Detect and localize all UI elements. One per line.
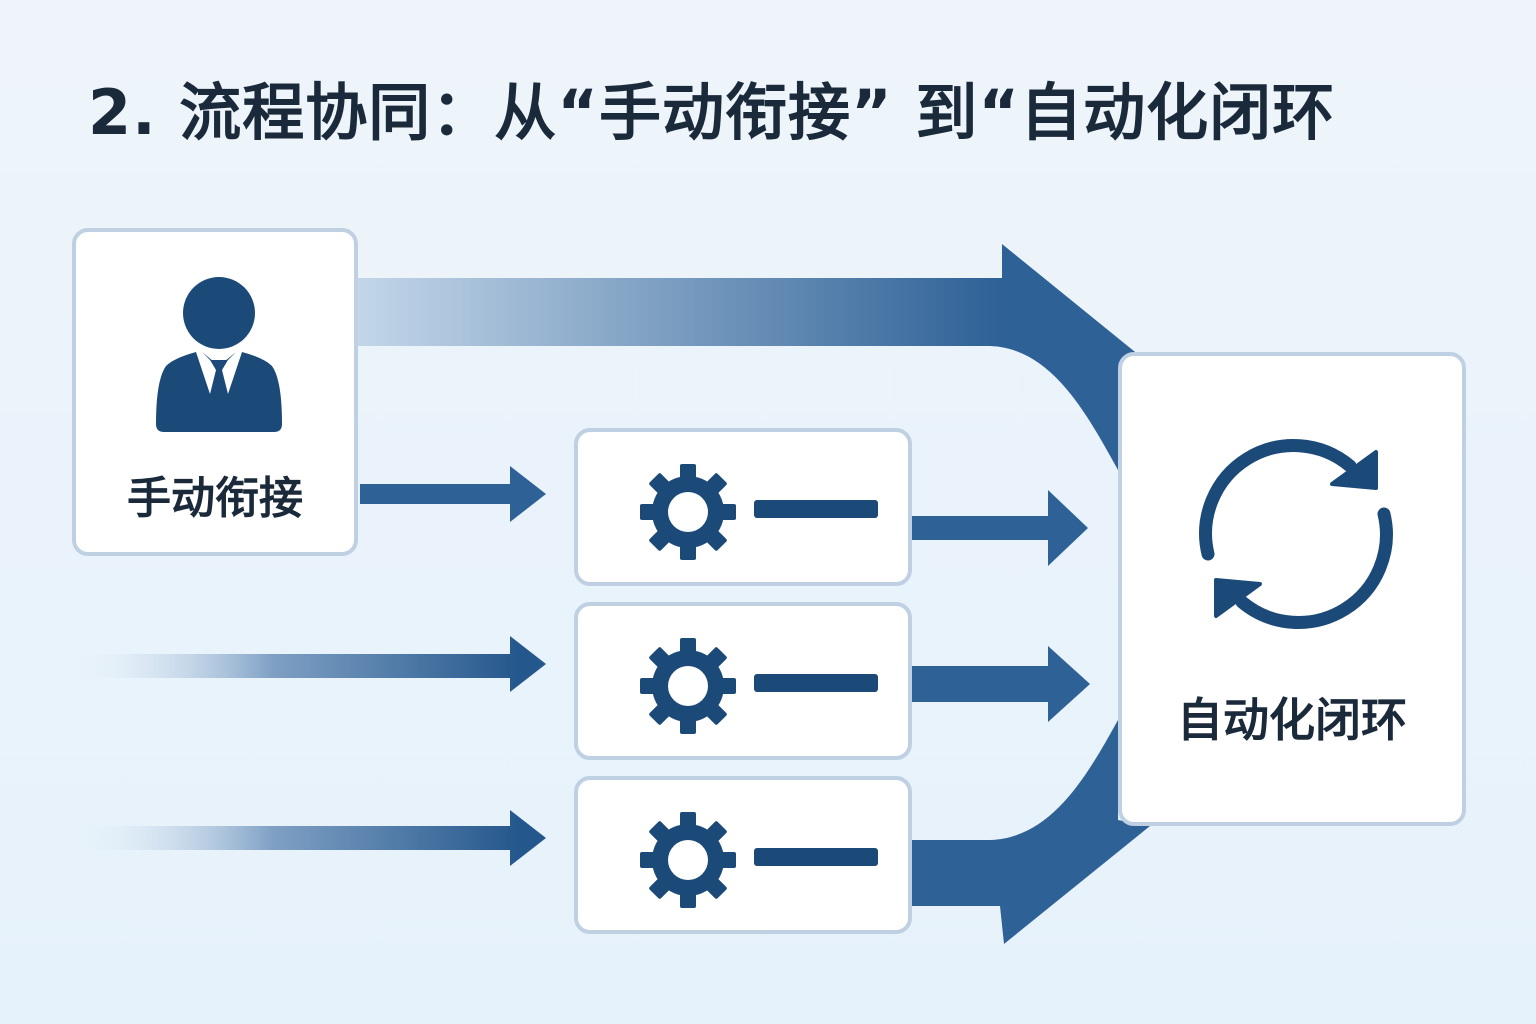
- bottom-curved-arrow: [910, 720, 1150, 944]
- person-icon: [156, 277, 282, 432]
- refresh-cycle-icon: [1199, 439, 1393, 629]
- automation-loop-card: 自动化闭环: [1118, 352, 1466, 826]
- gear-icon: [640, 812, 736, 908]
- process-step-card: [574, 602, 912, 760]
- incoming-arrow-2: [70, 636, 546, 692]
- step-line: [754, 674, 878, 692]
- step2-output-arrow: [912, 646, 1090, 722]
- page-title: 2. 流程协同：从“手动衔接” 到“自动化闭环: [88, 76, 1336, 149]
- automation-loop-label: 自动化闭环: [1177, 693, 1407, 747]
- step-line: [754, 500, 878, 518]
- incoming-arrow-3: [70, 810, 546, 866]
- manual-handoff-label: 手动衔接: [127, 473, 303, 524]
- manual-handoff-card: 手动衔接: [72, 228, 358, 556]
- gear-icon: [640, 638, 736, 734]
- manual-to-step-arrow: [360, 466, 546, 522]
- gear-icon: [640, 464, 736, 560]
- process-step-card: [574, 428, 912, 586]
- step-line: [754, 848, 878, 866]
- top-curved-arrow: [358, 244, 1140, 470]
- step1-output-arrow: [912, 490, 1088, 566]
- process-step-card: [574, 776, 912, 934]
